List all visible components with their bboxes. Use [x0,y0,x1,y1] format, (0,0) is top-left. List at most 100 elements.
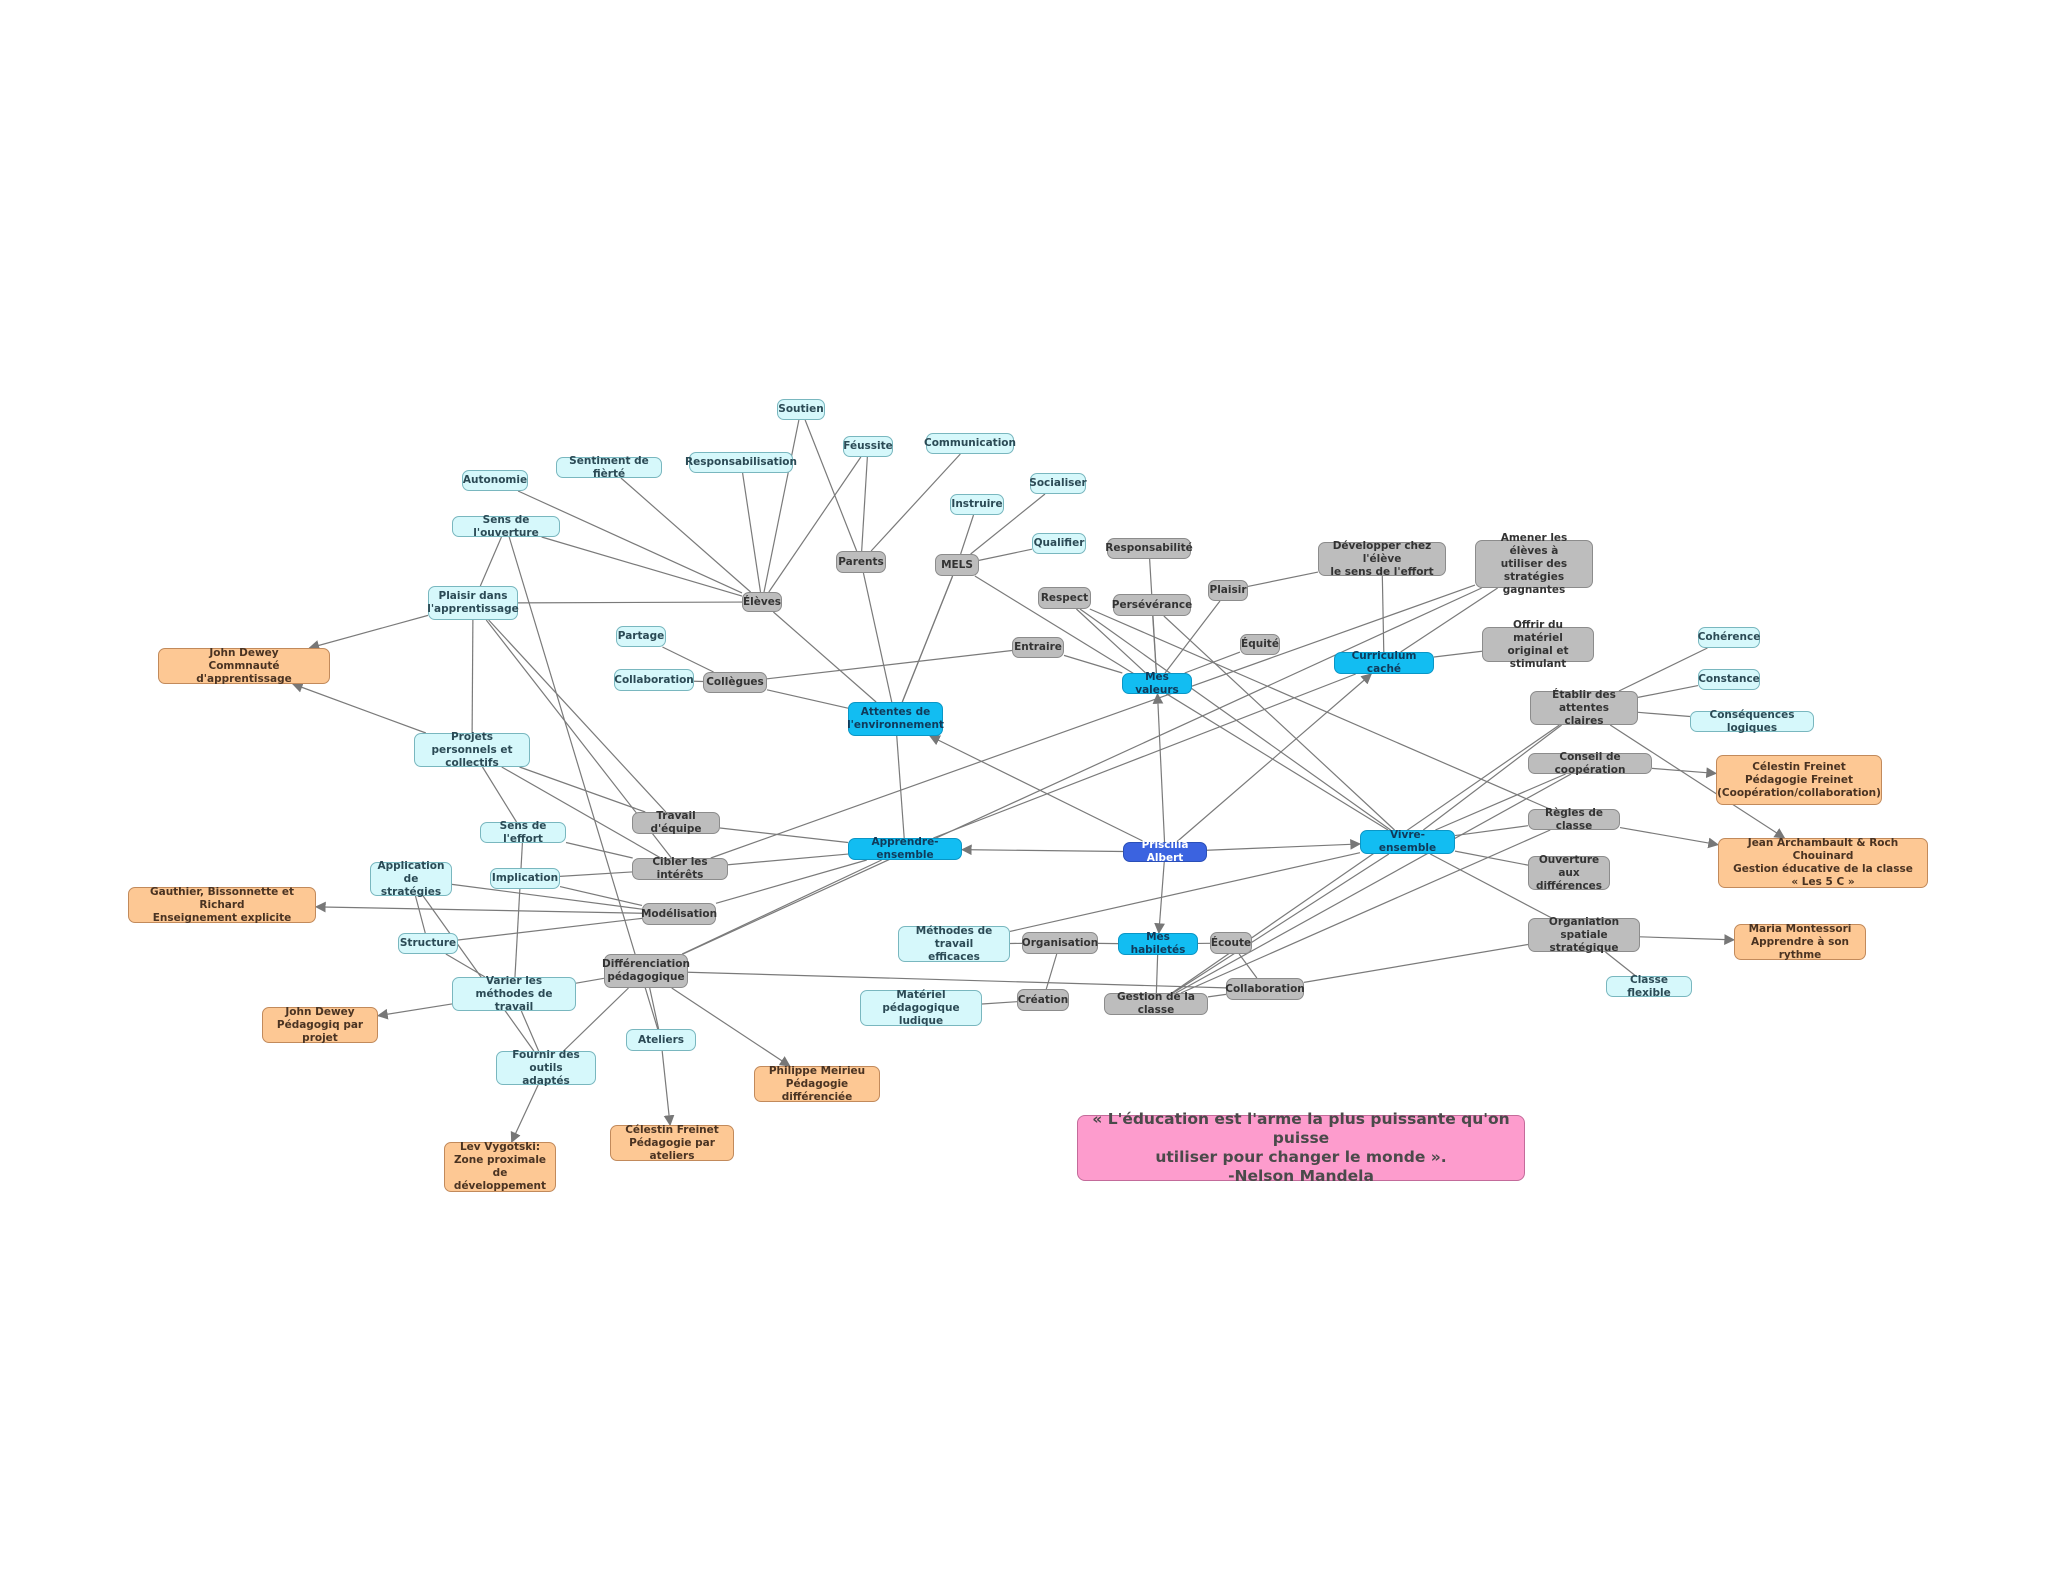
node-responsabilisation[interactable]: Responsabilisation [685,452,797,473]
node-responsabilite[interactable]: Responsabilité [1105,538,1193,559]
node-structure[interactable]: Structure [398,933,458,954]
node-offrir-materiel[interactable]: Offrir du matériel original et stimulant [1482,619,1594,670]
node-regles-classe[interactable]: Règles de classe [1528,807,1620,832]
node-fournir-outils[interactable]: Fournir des outils adaptés [496,1049,596,1087]
node-gauthier-enseignement[interactable]: Gauthier, Bissonnette et Richard Enseign… [128,886,316,924]
node-constance[interactable]: Constance [1698,669,1760,690]
node-collaboration-light[interactable]: Collaboration [614,669,694,691]
node-montessori[interactable]: Maria Montessori Apprendre à son rythme [1734,923,1866,961]
node-eleves[interactable]: Élèves [742,592,782,612]
node-partage[interactable]: Partage [616,626,666,647]
node-creation[interactable]: Création [1017,989,1069,1011]
node-vygotski[interactable]: Lev Vygotski: Zone proximale de développ… [444,1141,556,1192]
node-sens-effort[interactable]: Sens de l'effort [480,820,566,845]
node-modelisation[interactable]: Modélisation [641,903,717,925]
node-freinet-cooperation[interactable]: Célestin Freinet Pédagogie Freinet (Coop… [1716,755,1882,805]
node-application-strategies[interactable]: Application de stratégies [370,860,452,898]
node-entraire[interactable]: Entraire [1012,637,1064,658]
node-mes-habiletes[interactable]: Mes habiletés [1118,931,1198,956]
edge-implication-cibler [559,871,633,877]
edge-priscilla-valeurs [1152,692,1166,843]
node-sentiment-fierte[interactable]: Sentiment de fièrté [556,455,662,480]
node-priscilla-albert[interactable]: Priscilla Albert [1123,839,1207,864]
edge-etablir-consequences [1637,711,1691,718]
node-freinet-ateliers[interactable]: Célestin Freinet Pédagogie par ateliers [610,1124,734,1162]
edge-ateliers-freinet_ateliers [661,1050,675,1127]
node-collaboration-gray[interactable]: Collaboration [1225,978,1305,1000]
edge-plaisir_app-sens_ouverture [479,536,503,587]
node-plaisir-apprentissage[interactable]: Plaisir dans l'apprentissage [427,586,519,620]
node-varier-methodes[interactable]: Varier les méthodes de travail [452,975,576,1013]
edge-differenciation-amener [682,587,1482,955]
node-ateliers[interactable]: Ateliers [626,1029,696,1051]
node-attentes-environnement[interactable]: Attentes de l'environnement [847,702,944,736]
node-instruire[interactable]: Instruire [950,494,1004,515]
edge-cibler-amener [710,584,1476,859]
node-plaisir[interactable]: Plaisir [1208,580,1248,601]
node-materiel-ludique[interactable]: Matériel pédagogique ludique [860,989,982,1027]
edge-priscilla-vivre [1206,838,1362,851]
node-meirieu[interactable]: Philippe Meirieu Pédagogie différenciée [754,1065,880,1103]
edge-application-structure [414,895,426,934]
node-feussite[interactable]: Féussite [843,436,893,457]
node-methodes-travail[interactable]: Méthodes de travail efficaces [898,925,1010,963]
node-equite[interactable]: Équité [1240,634,1280,655]
node-organisation[interactable]: Organisation [1022,932,1098,954]
node-ecoute[interactable]: Écoute [1210,932,1252,954]
edge-ecoute-collaboration_gray [1238,953,1258,979]
node-mels[interactable]: MELS [935,554,979,576]
edge-vivre-conseil [1435,773,1566,831]
edge-respect-vivre [1079,608,1391,831]
node-coherence[interactable]: Cohérence [1698,627,1760,648]
edge-curriculum-developper [1381,575,1385,653]
node-dewey-projet[interactable]: John Dewey Pédagogiq par projet [262,1006,378,1044]
node-consequences-logiques[interactable]: Conséquences logiques [1690,709,1814,734]
edge-modelisation-gauthier [314,901,643,914]
node-communication[interactable]: Communication [924,433,1016,454]
node-soutien[interactable]: Soutien [777,399,825,420]
edge-implication-modelisation [559,885,643,907]
node-projets-personnels[interactable]: Projets personnels et collectifs [414,731,530,769]
edge-attentes-apprendre [896,735,905,839]
edge-valeurs-respect [1075,608,1147,674]
node-sens-ouverture[interactable]: Sens de l'ouverture [452,514,560,539]
edge-vivre-organisation_spatiale [1429,853,1553,919]
node-etablir-attentes[interactable]: Établir des attentes claires [1530,689,1638,727]
node-qualifier[interactable]: Qualifier [1032,533,1086,554]
node-respect[interactable]: Respect [1038,587,1091,609]
edge-varier-dewey2 [376,1003,453,1020]
node-dewey-communaute[interactable]: John Dewey Commnauté d'apprentissage [158,647,330,685]
node-organisation-spatiale[interactable]: Organiation spatiale stratégique [1528,916,1640,954]
node-perseverance[interactable]: Persévérance [1112,594,1192,616]
node-mes-valeurs[interactable]: Mes valeurs [1122,671,1192,696]
node-travail-equipe[interactable]: Travail d'équipe [632,810,720,835]
node-differenciation[interactable]: Différenciation pédagogique [602,954,690,988]
edge-regles-archambault [1619,826,1720,849]
edge-eleves-autonomie [517,490,743,594]
node-ouverture-differences[interactable]: Ouverture aux différences [1528,854,1610,892]
edge-attentes-parents [862,572,893,703]
node-socialiser[interactable]: Socialiser [1029,473,1087,494]
node-conseil-cooperation[interactable]: Conseil de coopération [1528,751,1652,776]
edge-plaisir_app-travail_equipe [488,619,667,813]
edge-eleves-soutien [763,419,800,593]
node-apprendre-ensemble[interactable]: Apprendre-ensemble [848,836,962,861]
node-implication[interactable]: Implication [490,868,560,889]
node-vivre-ensemble[interactable]: Vivre-ensemble [1360,829,1455,854]
edge-eleves-responsabilisation [741,472,762,593]
node-collegues[interactable]: Collègues [703,672,767,693]
edge-habiletes-gestion [1155,954,1159,994]
node-cibler-interets[interactable]: Cibler les intérêts [632,856,728,881]
node-classe-flexible[interactable]: Classe flexible [1606,974,1692,999]
node-archambault-chouinard[interactable]: Jean Archambault & Roch Chouinard Gestio… [1718,837,1928,888]
edge-eleves-feussite [768,456,862,593]
node-parents[interactable]: Parents [836,551,886,573]
node-amener-strategies[interactable]: Amener les élèves à utiliser des stratég… [1475,532,1593,596]
node-curriculum-cache[interactable]: Curriculum caché [1334,650,1434,675]
node-autonomie[interactable]: Autonomie [462,470,528,491]
node-developper-sens-effort[interactable]: Développer chez l'élève le sens de l'eff… [1318,540,1446,578]
node-gestion-classe[interactable]: Gestion de la classe [1104,991,1208,1016]
edge-projets-sens_effort [481,766,518,823]
edge-sens_ouverture-ateliers [508,536,659,1030]
